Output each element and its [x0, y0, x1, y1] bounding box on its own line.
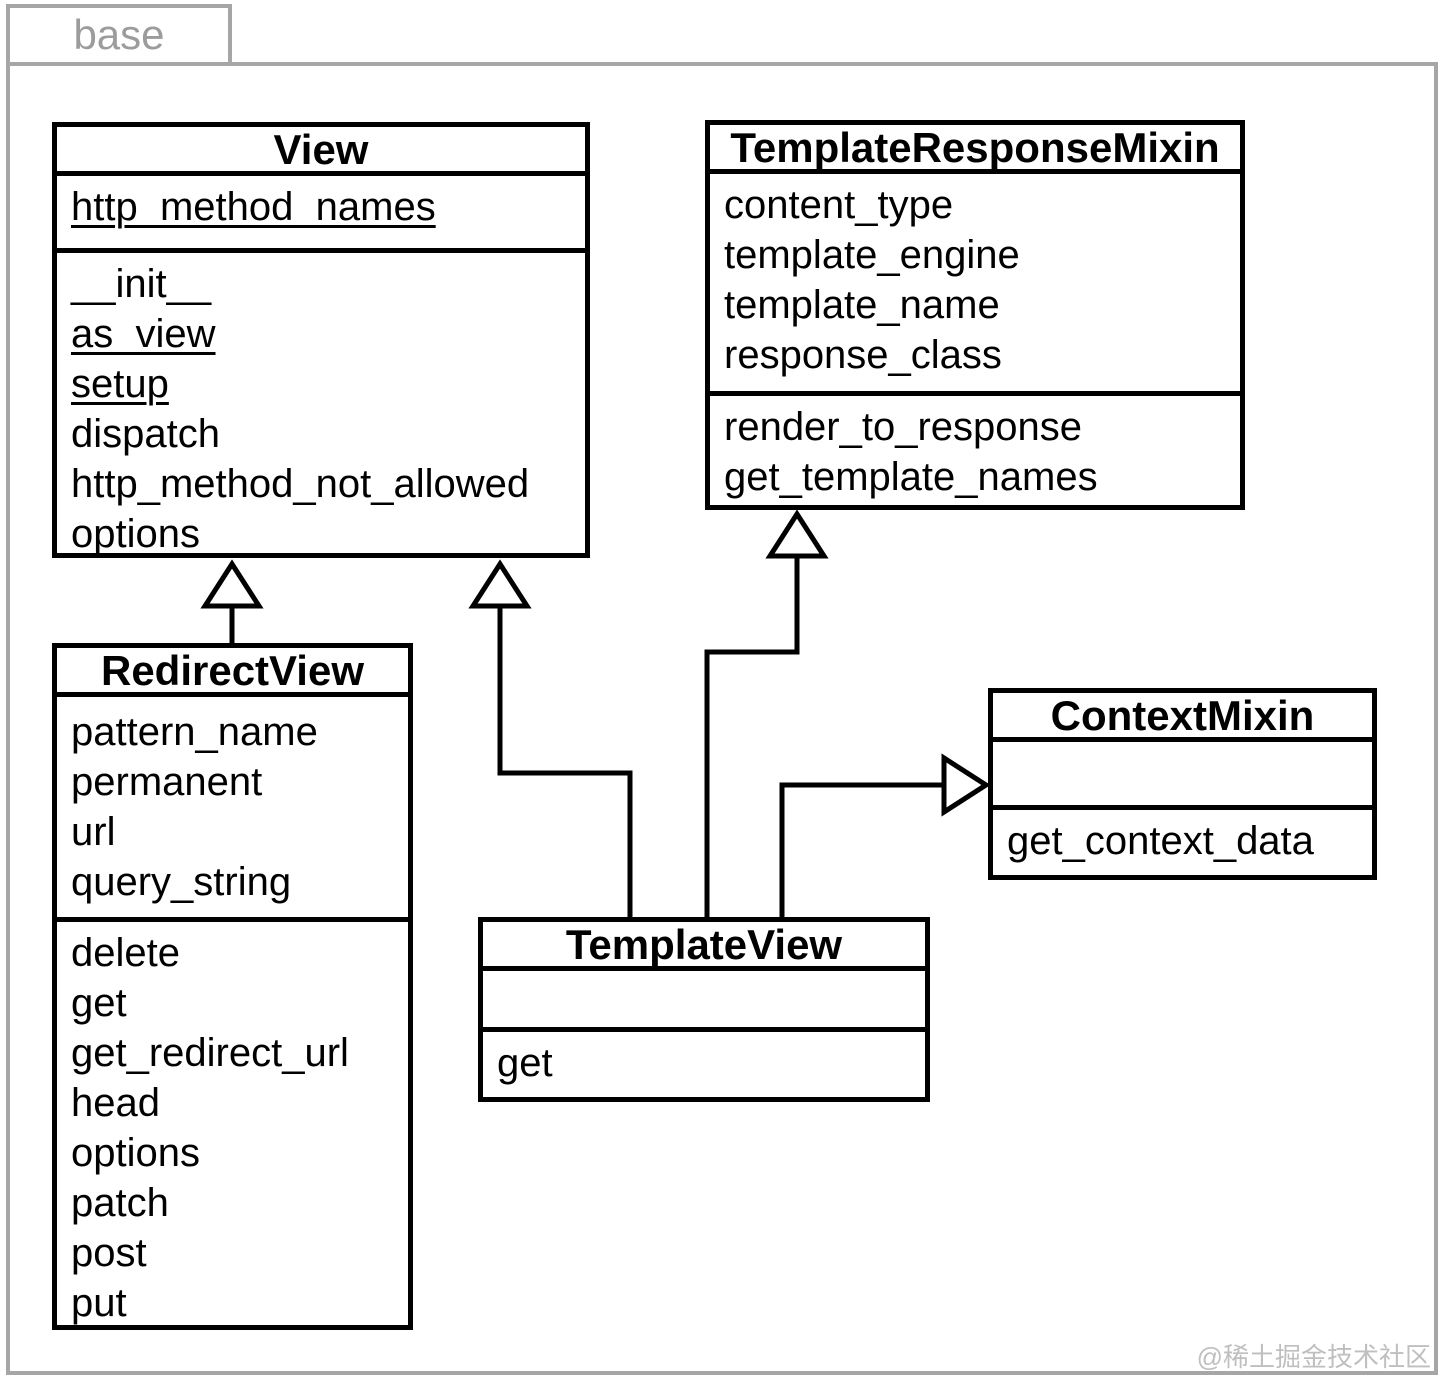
- method: get: [71, 981, 127, 1025]
- class-box-templateview: TemplateView get: [478, 917, 930, 1102]
- method: put: [71, 1281, 127, 1325]
- methods-compartment-templateview: get: [483, 1027, 925, 1097]
- attributes-compartment-redirectview: pattern_name permanent url query_string: [57, 697, 408, 917]
- method: delete: [71, 931, 180, 975]
- methods-compartment-contextmixin: get_context_data: [993, 805, 1372, 875]
- attribute: content_type: [724, 183, 954, 227]
- method: get_template_names: [724, 455, 1098, 499]
- method: post: [71, 1231, 147, 1275]
- method: setup: [71, 362, 169, 406]
- generalization-templateview-templateresponsemixin-arrowhead: [765, 509, 829, 559]
- class-name-templateresponsemixin: TemplateResponseMixin: [710, 125, 1240, 174]
- attributes-compartment-contextmixin: [993, 742, 1372, 805]
- attributes-compartment-templateresponsemixin: content_type template_engine template_na…: [710, 174, 1240, 391]
- method: __init__: [71, 262, 212, 306]
- attribute: http_method_names: [71, 185, 436, 229]
- class-name-redirectview: RedirectView: [57, 648, 408, 697]
- generalization-redirectview-view-arrowhead: [200, 559, 264, 609]
- class-box-redirectview: RedirectView pattern_name permanent url …: [52, 643, 413, 1330]
- generalization-templateview-contextmixin-line: [779, 782, 944, 917]
- attributes-compartment-view: http_method_names: [57, 176, 585, 248]
- attribute: response_class: [724, 333, 1002, 377]
- attribute: query_string: [71, 860, 292, 904]
- method: get_context_data: [1007, 819, 1314, 863]
- method: options: [71, 1131, 200, 1175]
- method: http_method_not_allowed: [71, 462, 530, 506]
- method: get: [497, 1041, 553, 1085]
- generalization-templateview-templateresponsemixin-line: [704, 556, 800, 917]
- attribute: template_engine: [724, 233, 1020, 277]
- package-tab: base: [6, 4, 232, 66]
- method: get_redirect_url: [71, 1031, 349, 1075]
- method: options: [71, 512, 200, 556]
- method: patch: [71, 1181, 169, 1225]
- methods-compartment-templateresponsemixin: render_to_response get_template_names: [710, 391, 1240, 505]
- class-box-contextmixin: ContextMixin get_context_data: [988, 688, 1377, 880]
- generalization-templateview-contextmixin-arrowhead: [941, 753, 991, 817]
- package-name: base: [73, 11, 165, 58]
- method: render_to_response: [724, 405, 1083, 449]
- class-name-templateview: TemplateView: [483, 922, 925, 971]
- generalization-templateview-view-line: [497, 606, 633, 917]
- methods-compartment-redirectview: delete get get_redirect_url head options…: [57, 917, 408, 1325]
- method: dispatch: [71, 412, 220, 456]
- method: head: [71, 1081, 160, 1125]
- class-box-view: View http_method_names __init__ as_view …: [52, 122, 590, 558]
- generalization-templateview-view-arrowhead: [468, 559, 532, 609]
- methods-compartment-view: __init__ as_view setup dispatch http_met…: [57, 248, 585, 558]
- class-name-contextmixin: ContextMixin: [993, 693, 1372, 742]
- attribute: template_name: [724, 283, 1000, 327]
- attributes-compartment-templateview: [483, 971, 925, 1027]
- method: as_view: [71, 312, 216, 356]
- class-name-view: View: [57, 127, 585, 176]
- attribute: pattern_name: [71, 710, 318, 754]
- class-box-templateresponsemixin: TemplateResponseMixin content_type templ…: [705, 120, 1245, 510]
- watermark: @稀土掘金技术社区: [1196, 1342, 1431, 1372]
- attribute: url: [71, 810, 116, 854]
- attribute: permanent: [71, 760, 263, 804]
